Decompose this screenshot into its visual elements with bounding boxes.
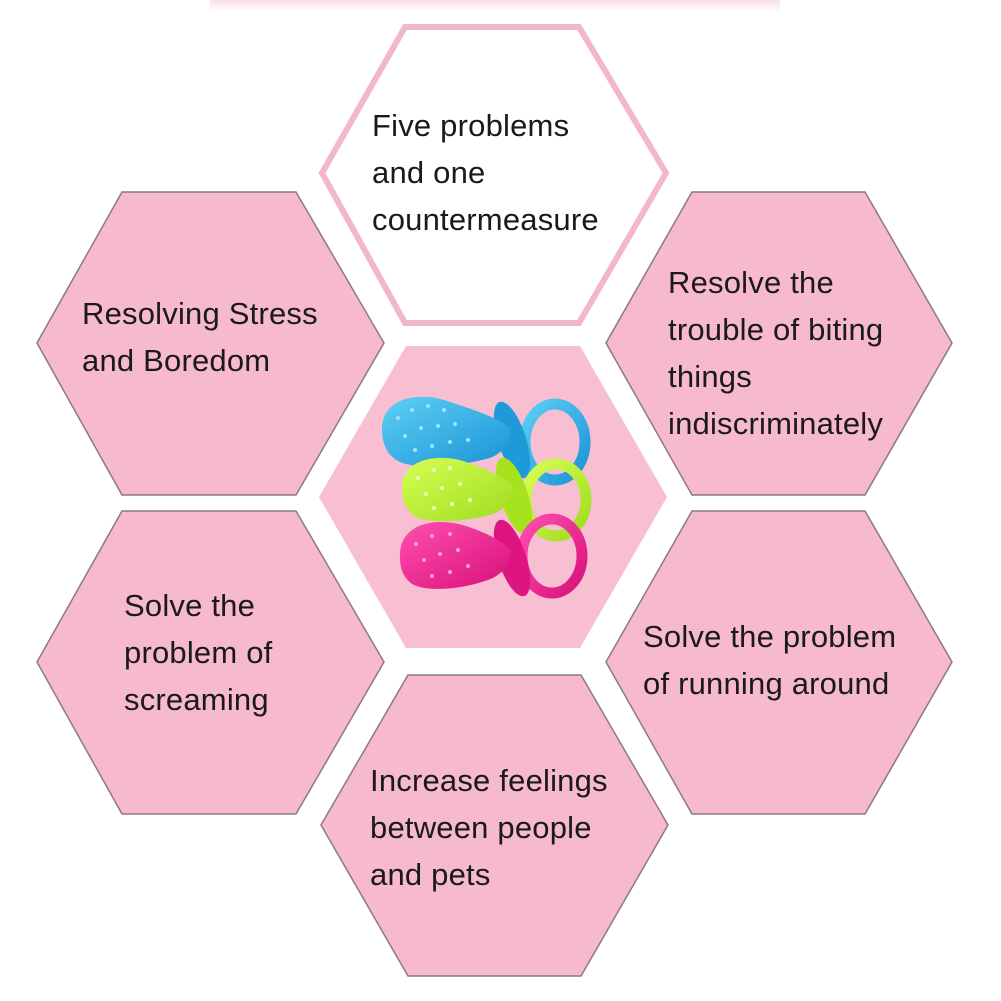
title-hexagon <box>318 24 670 326</box>
hexagon-running <box>605 510 953 815</box>
green-pacifier-toy <box>401 457 592 542</box>
biting-hexagon-text: Resolve the trouble of biting things ind… <box>668 265 884 441</box>
pink-pacifier-toy <box>399 513 588 599</box>
title-text: Five problems and one countermeasure <box>372 108 599 237</box>
hexagon-screaming <box>36 510 385 815</box>
blue-pacifier-toy <box>381 396 591 486</box>
hexagon-stress <box>36 191 385 496</box>
hexagon-biting <box>605 191 953 496</box>
feelings-hexagon-text: Increase feelings between people and pet… <box>370 763 608 892</box>
stress-hexagon-text: Resolving Stress and Boredom <box>82 296 318 378</box>
pacifier-chew-toys-image <box>381 396 592 599</box>
running-hexagon-text: Solve the problem of running around <box>643 619 897 701</box>
hexagon-feelings <box>320 674 669 977</box>
screaming-hexagon-text: Solve the problem of screaming <box>124 588 273 717</box>
top-fade-strip <box>210 0 780 12</box>
